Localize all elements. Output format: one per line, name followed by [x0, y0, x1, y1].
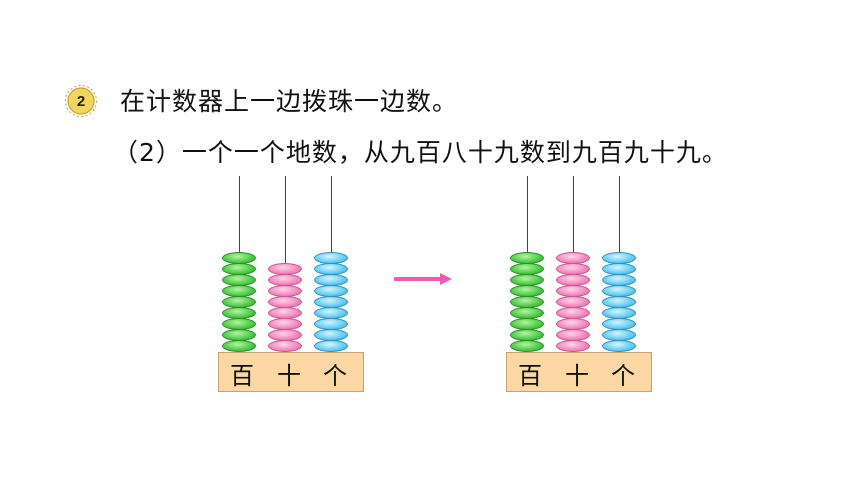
- bead-hundreds: [510, 296, 544, 308]
- bead-ones: [314, 285, 348, 297]
- bead-ones: [602, 307, 636, 319]
- bead-ones: [602, 274, 636, 286]
- bead-hundreds: [510, 318, 544, 330]
- bead-tens: [556, 274, 590, 286]
- bead-hundreds: [222, 274, 256, 286]
- abacus-after: 百 十 个: [506, 176, 652, 394]
- bead-tens: [268, 329, 302, 341]
- bead-tens: [556, 263, 590, 275]
- abacus-base: 百 十 个: [506, 352, 652, 392]
- bead-ones: [314, 329, 348, 341]
- bead-ones: [602, 263, 636, 275]
- bead-tens: [556, 318, 590, 330]
- bead-tens: [268, 263, 302, 275]
- bead-tens: [556, 340, 590, 352]
- bead-hundreds: [222, 252, 256, 264]
- place-label-hundreds: 百: [230, 361, 254, 390]
- bead-ones: [602, 340, 636, 352]
- bead-hundreds: [222, 285, 256, 297]
- bead-ones: [314, 340, 348, 352]
- bead-hundreds: [222, 296, 256, 308]
- right-arrow-icon: [394, 273, 452, 285]
- bead-hundreds: [510, 252, 544, 264]
- bead-tens: [556, 329, 590, 341]
- badge-flower-icon: [65, 85, 97, 117]
- instruction-text: 在计数器上一边拨珠一边数。: [120, 87, 459, 116]
- bead-hundreds: [222, 329, 256, 341]
- bead-tens: [268, 318, 302, 330]
- bead-ones: [314, 263, 348, 275]
- bead-tens: [556, 307, 590, 319]
- bead-hundreds: [222, 318, 256, 330]
- bead-hundreds: [510, 263, 544, 275]
- bead-tens: [556, 252, 590, 264]
- bead-ones: [314, 252, 348, 264]
- bead-ones: [602, 296, 636, 308]
- bead-ones: [602, 318, 636, 330]
- bead-ones: [314, 274, 348, 286]
- bead-hundreds: [510, 285, 544, 297]
- bead-hundreds: [510, 329, 544, 341]
- bead-tens: [268, 340, 302, 352]
- bead-hundreds: [222, 263, 256, 275]
- bead-hundreds: [222, 340, 256, 352]
- abacus-base: 百 十 个: [218, 352, 364, 392]
- place-label-ones: 个: [611, 361, 635, 390]
- bead-ones: [602, 285, 636, 297]
- place-label-tens: 十: [565, 361, 589, 390]
- bead-hundreds: [510, 307, 544, 319]
- bead-ones: [314, 318, 348, 330]
- place-label-tens: 十: [277, 361, 301, 390]
- abacus-before: 百 十 个: [218, 176, 364, 394]
- bead-hundreds: [510, 340, 544, 352]
- sub-question-text: （2）一个一个地数，从九百八十九数到九百九十九。: [113, 138, 728, 167]
- bead-tens: [268, 307, 302, 319]
- place-label-ones: 个: [323, 361, 347, 390]
- problem-number-badge: 2: [64, 84, 98, 118]
- bead-tens: [268, 274, 302, 286]
- place-label-hundreds: 百: [518, 361, 542, 390]
- bead-tens: [556, 285, 590, 297]
- bead-hundreds: [222, 307, 256, 319]
- bead-hundreds: [510, 274, 544, 286]
- bead-ones: [602, 252, 636, 264]
- problem-number: 2: [76, 92, 86, 110]
- bead-ones: [314, 307, 348, 319]
- bead-ones: [314, 296, 348, 308]
- bead-tens: [268, 296, 302, 308]
- bead-tens: [268, 285, 302, 297]
- bead-ones: [602, 329, 636, 341]
- bead-tens: [556, 296, 590, 308]
